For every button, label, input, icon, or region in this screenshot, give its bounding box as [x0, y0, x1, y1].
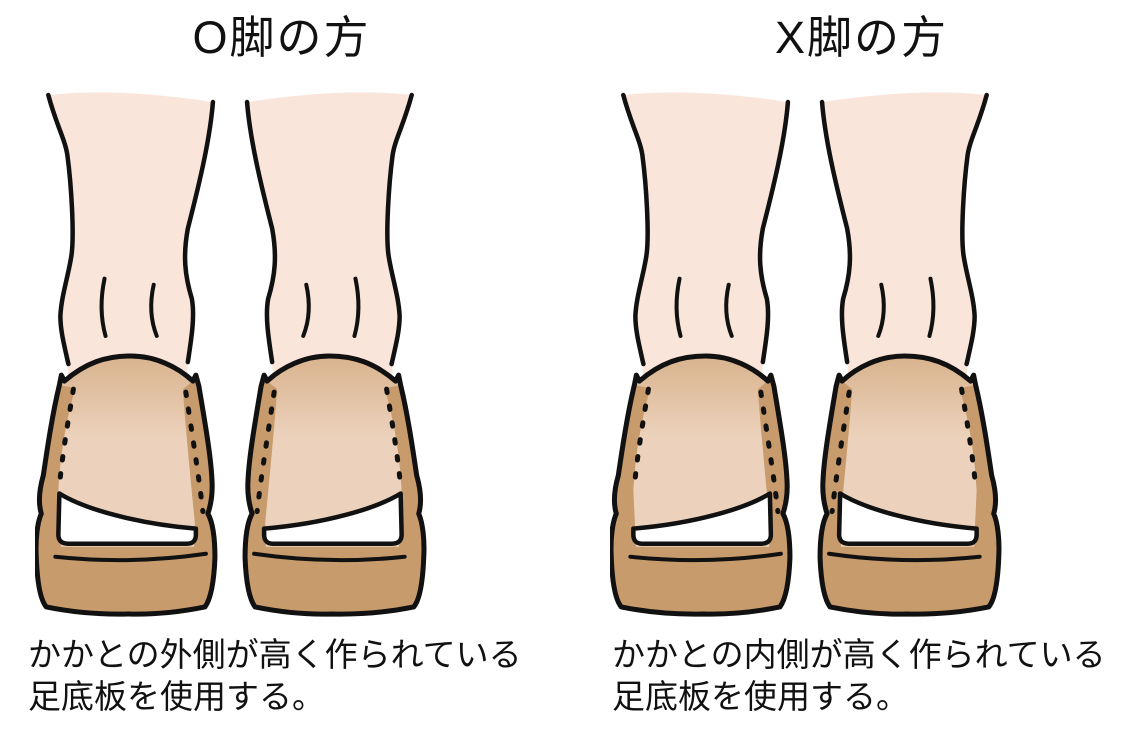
x-leg-feet-illustration: [610, 85, 1002, 622]
left-foot-inner-wedge: [611, 92, 790, 614]
caption-line: 足底板を使用する。: [28, 678, 325, 715]
caption-line: 足底板を使用する。: [612, 678, 909, 715]
caption-line: かかとの内側が高く作られている: [612, 636, 1106, 673]
panel-x-leg: X脚の方 かかとの内側が高く作られている 足底板を使用する。: [608, 12, 1115, 726]
x-leg-title: X脚の方: [774, 12, 948, 63]
right-foot-outer-wedge: [245, 92, 424, 614]
o-leg-feet-illustration: [35, 85, 427, 622]
o-leg-title: O脚の方: [192, 12, 371, 63]
panel-o-leg: O脚の方 かかとの外側が高く作られている 足底板を使用する。: [28, 12, 535, 726]
right-foot-inner-wedge: [820, 92, 999, 614]
o-leg-caption: かかとの外側が高く作られている 足底板を使用する。: [28, 634, 548, 718]
x-leg-caption: かかとの内側が高く作られている 足底板を使用する。: [612, 634, 1124, 718]
caption-line: かかとの外側が高く作られている: [28, 636, 522, 673]
left-foot-outer-wedge: [36, 92, 215, 614]
